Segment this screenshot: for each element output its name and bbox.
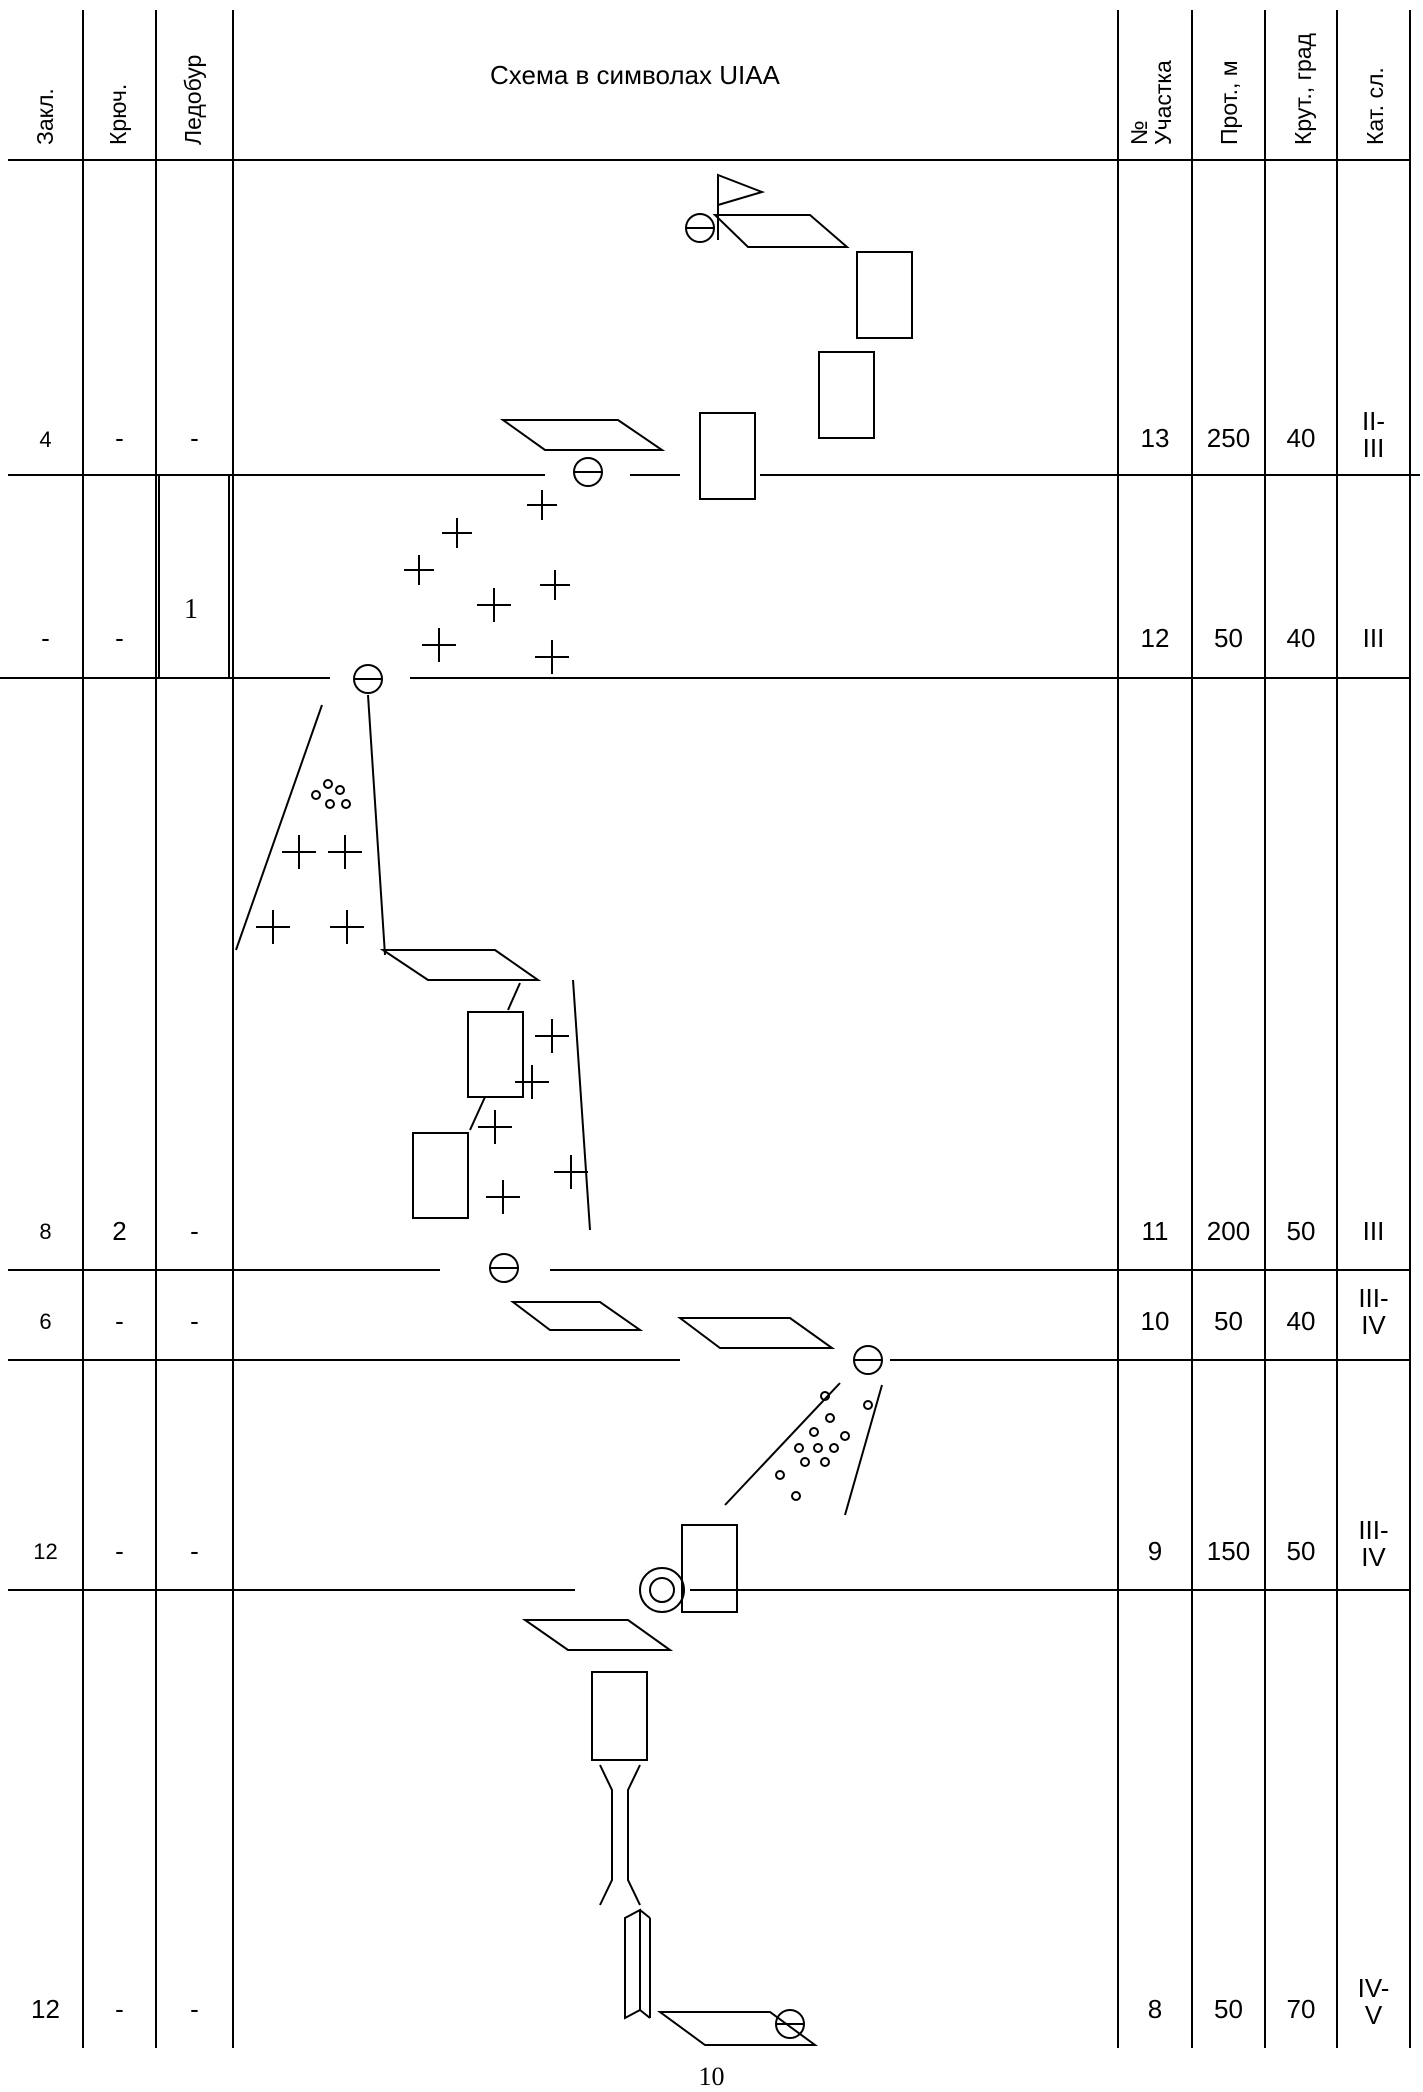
row11-num: 11 [1141, 1216, 1169, 1246]
page-number: 10 [698, 2062, 725, 2091]
wall-icon [856, 251, 913, 339]
row11-zakl: 8 [39, 1219, 52, 1244]
slab-icon [499, 419, 666, 451]
row10-prot: 50 [1214, 1306, 1243, 1336]
row8-zakl: 12 [31, 1994, 60, 2024]
row10-ledobur: - [190, 1306, 199, 1336]
row8-kat: IV- V [1357, 1973, 1390, 2031]
row9-zakl: 12 [33, 1539, 58, 1564]
row9-kat: III- IV [1358, 1515, 1389, 1573]
row8-num: 8 [1147, 1994, 1163, 2024]
row11-kryuch: 2 [112, 1216, 127, 1246]
row13-kryuch: - [115, 423, 124, 453]
wall-icon [699, 412, 756, 500]
row9-krut: 50 [1286, 1536, 1316, 1566]
belay-station-icon [639, 1567, 685, 1613]
slab-icon [712, 214, 850, 248]
row8-krut: 70 [1286, 1994, 1316, 2024]
row8-ledobur: - [190, 1994, 199, 2024]
row9-kryuch: - [115, 1536, 124, 1566]
row12-num: 12 [1140, 623, 1170, 653]
belay-station-icon [353, 664, 383, 694]
row10-num: 10 [1140, 1306, 1170, 1336]
row11-krut: 50 [1286, 1216, 1316, 1246]
scree-icon [311, 779, 351, 809]
row13-krut: 40 [1286, 423, 1316, 453]
row13-zakl: 4 [39, 427, 52, 452]
wall-icon [412, 1132, 469, 1219]
row12-kryuch: - [115, 623, 124, 653]
header-scheme: Схема в символах UIAA [490, 60, 780, 90]
row13-prot: 250 [1206, 423, 1251, 453]
row13-ledobur: - [190, 423, 199, 453]
ice-cross-icon [478, 1019, 588, 1214]
slab-icon [379, 949, 542, 981]
row12-zakl: - [41, 623, 50, 653]
row10-kryuch: - [115, 1306, 124, 1336]
chimney-icon [599, 1764, 641, 1906]
row13-num: 13 [1140, 423, 1170, 453]
row13-kat: II- III [1361, 406, 1386, 464]
wall-icon [818, 351, 875, 439]
wall-icon [467, 1011, 524, 1098]
slab-icon [656, 2011, 819, 2046]
flag-icon [717, 173, 766, 240]
belay-station-icon [573, 457, 603, 487]
row9-prot: 150 [1206, 1536, 1251, 1566]
belay-station-icon [853, 1345, 883, 1375]
row12-krut: 40 [1286, 623, 1316, 653]
slab-icon [510, 1301, 644, 1331]
row11-ledobur: - [190, 1216, 199, 1246]
row11-kat: III [1362, 1216, 1385, 1246]
row12-ledobur: 1 [184, 594, 198, 625]
row12-kat: III [1362, 623, 1385, 653]
row8-kryuch: - [115, 1994, 124, 2024]
row10-kat: III- IV [1358, 1283, 1389, 1341]
corner-icon [624, 1908, 651, 2020]
belay-station-icon [775, 2009, 805, 2039]
wall-icon [681, 1524, 738, 1613]
belay-station-icon [489, 1253, 519, 1283]
ice-cross-icon [404, 490, 570, 674]
row9-num: 9 [1147, 1536, 1163, 1566]
row10-zakl: 6 [39, 1309, 52, 1334]
wall-icon [591, 1671, 648, 1761]
row12-prot: 50 [1214, 623, 1243, 653]
ice-cross-icon [256, 835, 364, 944]
row11-prot: 200 [1206, 1216, 1251, 1246]
row10-krut: 40 [1286, 1306, 1316, 1336]
row8-prot: 50 [1214, 1994, 1243, 2024]
belay-station-icon [685, 213, 715, 243]
scree-icon [775, 1391, 873, 1501]
row9-ledobur: - [190, 1536, 199, 1566]
slab-icon [521, 1619, 674, 1651]
slab-icon [677, 1317, 836, 1349]
